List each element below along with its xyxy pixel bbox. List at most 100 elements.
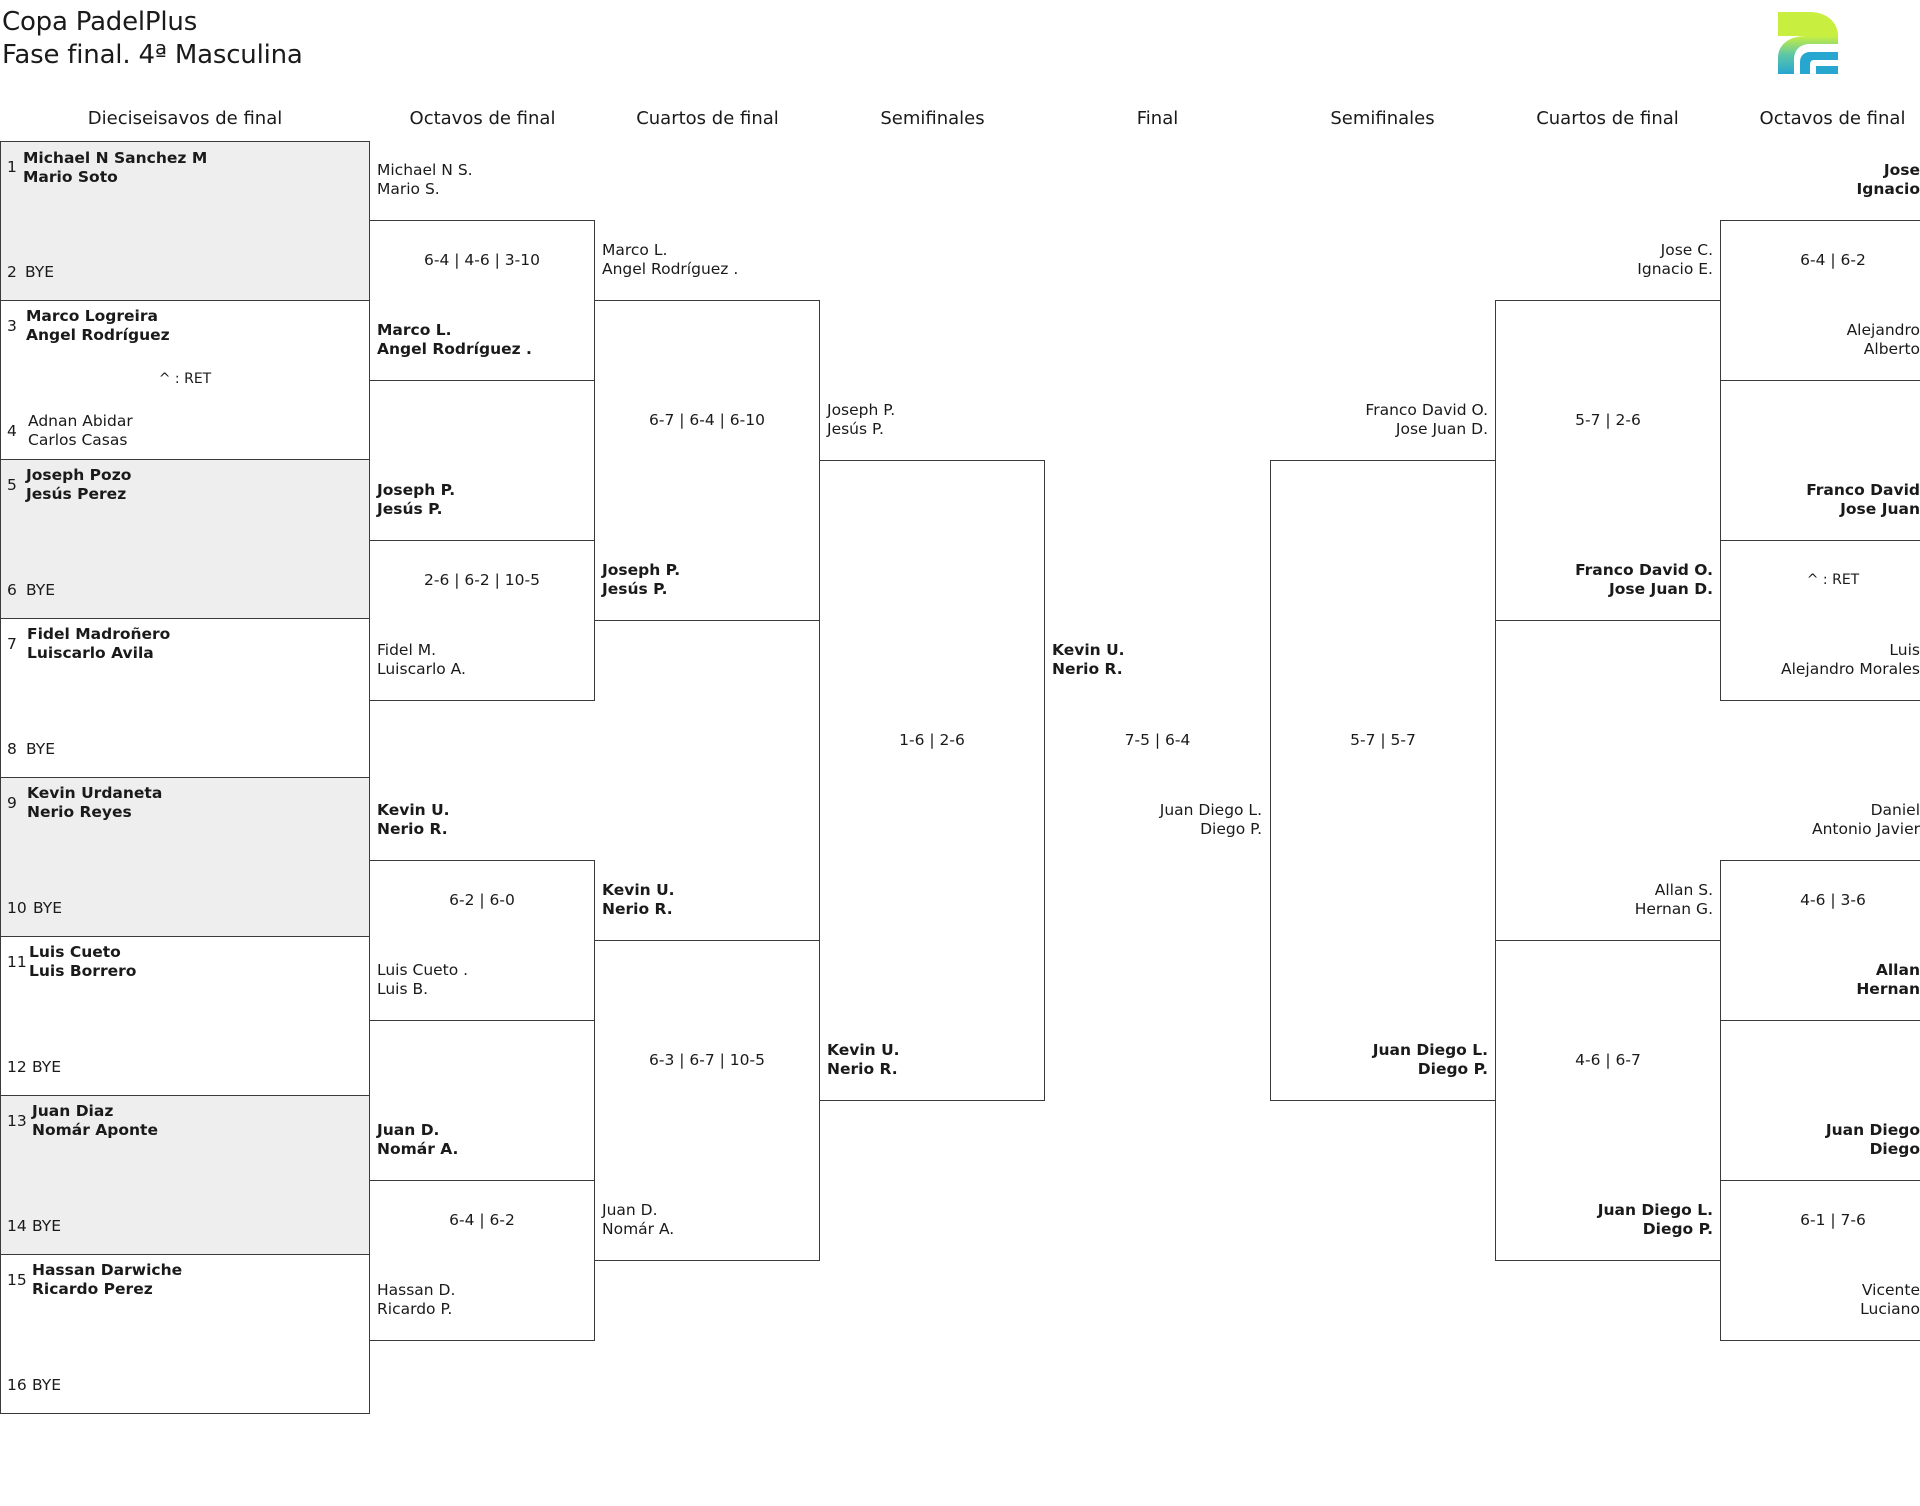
team-player: Alberto — [1863, 340, 1920, 358]
team-player: Ricardo P. — [377, 1300, 453, 1318]
match-score: ^ : RET — [1806, 572, 1860, 588]
team-player: BYE — [25, 263, 55, 281]
team-player: BYE — [33, 899, 63, 917]
team-player: Nerio R. — [377, 820, 448, 838]
team-player: Michael N Sanchez M — [23, 149, 208, 167]
match-score: 4-6 | 6-7 — [1575, 1051, 1641, 1069]
header-r16-right: Octavos de final — [1759, 108, 1906, 129]
team-player: Angel Rodríguez . — [377, 340, 532, 358]
match-score: 6-4 | 6-2 — [449, 1211, 515, 1229]
team-player: BYE — [26, 581, 56, 599]
team-player: Alejandro Morales — [1780, 660, 1920, 678]
team-player: Kevin U. — [602, 881, 675, 899]
seed-number: 7 — [7, 635, 17, 653]
team-player: Jesús P. — [602, 580, 668, 598]
r32-match-7 — [0, 1095, 370, 1255]
team-player: Alejandro — [1846, 321, 1920, 339]
team-player: Fidel Madroñero — [27, 625, 171, 643]
retired-note: ^ : RET — [158, 371, 212, 387]
team-player: Kevin U. — [827, 1041, 900, 1059]
seed-number: 4 — [7, 422, 17, 440]
sf-left-match — [819, 460, 1045, 1101]
header-r16-left: Octavos de final — [409, 108, 556, 129]
match-score: 6-1 | 7-6 — [1800, 1211, 1866, 1229]
team-player: Allan — [1875, 961, 1920, 979]
team-player: BYE — [32, 1376, 62, 1394]
team-player: Jose C. — [1660, 241, 1713, 259]
team-player: Kevin U. — [377, 801, 450, 819]
team-player: Nomár A. — [377, 1140, 459, 1158]
team-player: Diego P. — [1642, 1220, 1713, 1238]
team-player: Adnan Abidar — [28, 412, 133, 430]
r32-match-3 — [0, 459, 370, 619]
team-player: BYE — [32, 1058, 62, 1076]
team-player: Jesús P. — [827, 420, 884, 438]
team-player: Ricardo Perez — [32, 1280, 153, 1298]
header-sf-right: Semifinales — [1330, 108, 1435, 129]
team-player: Juan Diaz — [32, 1102, 114, 1120]
team-player: Juan Diego L. — [1597, 1201, 1713, 1219]
seed-number: 2 — [7, 263, 17, 281]
r16-right-match-1 — [1720, 220, 1920, 381]
team-player: Franco David O. — [1365, 401, 1488, 419]
team-player: Juan D. — [602, 1201, 658, 1219]
r32-match-1 — [0, 141, 370, 301]
team-player: Vicente — [1861, 1281, 1920, 1299]
team-player: Nerio Reyes — [27, 803, 132, 821]
team-player: Fidel M. — [377, 641, 437, 659]
team-player: Joseph P. — [602, 561, 681, 579]
seed-number: 1 — [7, 158, 17, 176]
team-player: Juan D. — [377, 1121, 440, 1139]
team-player: Luis Cueto — [29, 943, 121, 961]
team-player: Joseph Pozo — [26, 466, 132, 484]
team-player: Luciano — [1860, 1300, 1920, 1318]
team-player: Juan Diego — [1825, 1121, 1920, 1139]
team-player: Luis Cueto . — [377, 961, 469, 979]
seed-number: 14 — [7, 1217, 27, 1235]
seed-number: 11 — [7, 953, 27, 971]
finalist-team: Kevin U. — [1052, 641, 1125, 659]
seed-number: 15 — [7, 1271, 27, 1289]
match-score: 6-7 | 6-4 | 6-10 — [649, 411, 765, 429]
r16-right-match-2 — [1720, 540, 1920, 701]
team-player: Franco David O. — [1575, 561, 1713, 579]
seed-number: 9 — [7, 794, 17, 812]
tournament-title: Copa PadelPlus — [2, 7, 198, 37]
team-player: Jose Juan D. — [1609, 580, 1713, 598]
team-player: Daniel — [1870, 801, 1920, 819]
team-player: Angel Rodríguez . — [602, 260, 739, 278]
team-player: Franco David — [1806, 481, 1920, 499]
r16-right-match-4 — [1720, 1180, 1920, 1341]
team-player: Jose Juan — [1840, 500, 1920, 518]
team-player: Hernan — [1856, 980, 1920, 998]
team-player: Joseph P. — [377, 481, 456, 499]
seed-number: 5 — [7, 476, 17, 494]
header-qf-left: Cuartos de final — [636, 108, 779, 129]
team-player: Nerio R. — [827, 1060, 898, 1078]
header-sf-left: Semifinales — [880, 108, 985, 129]
team-player: Hassan Darwiche — [32, 1261, 183, 1279]
qf-right-match-2 — [1495, 940, 1721, 1261]
team-player: Hernan G. — [1634, 900, 1713, 918]
team-player: Angel Rodríguez — [26, 326, 170, 344]
match-score: 6-3 | 6-7 | 10-5 — [649, 1051, 765, 1069]
team-player: Allan S. — [1654, 881, 1713, 899]
team-player: BYE — [26, 740, 56, 758]
team-player: Luiscarlo Avila — [27, 644, 154, 662]
team-player: Diego P. — [1417, 1060, 1488, 1078]
r32-match-5 — [0, 777, 370, 937]
team-player: Marco Logreira — [26, 307, 158, 325]
team-player: Luis — [1889, 641, 1920, 659]
team-player: Marco L. — [377, 321, 452, 339]
match-score: 6-4 | 6-2 — [1800, 251, 1866, 269]
team-player: Nomár A. — [602, 1220, 675, 1238]
team-player: Joseph P. — [827, 401, 896, 419]
team-player: Antonio Javier — [1812, 820, 1920, 838]
match-score: 5-7 | 2-6 — [1575, 411, 1641, 429]
team-player: Diego — [1869, 1140, 1920, 1158]
seed-number: 8 — [7, 740, 17, 758]
team-player: Luiscarlo A. — [377, 660, 466, 678]
team-player: Jesús P. — [377, 500, 443, 518]
team-player: Juan Diego L. — [1372, 1041, 1488, 1059]
